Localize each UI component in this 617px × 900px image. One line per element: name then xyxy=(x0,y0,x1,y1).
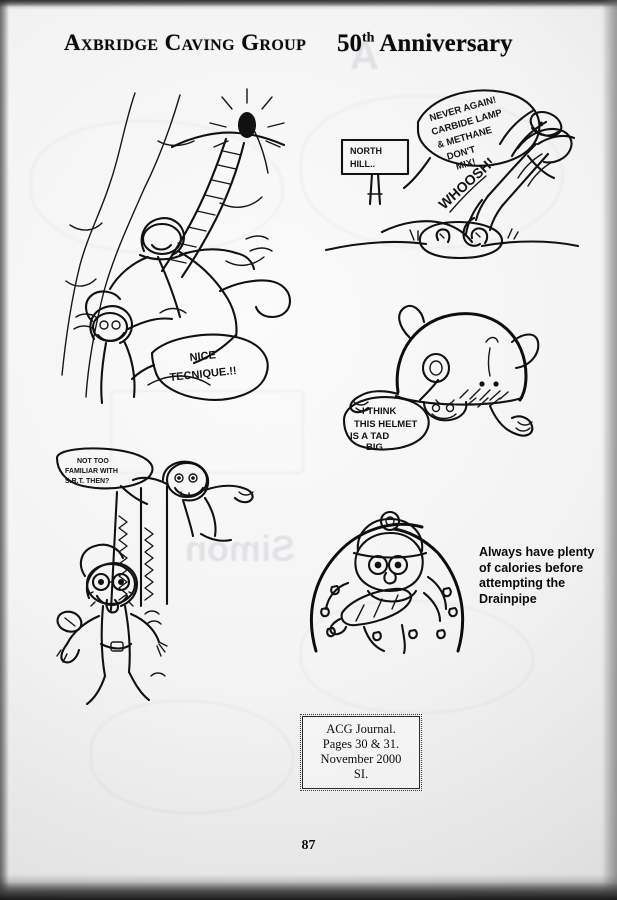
speech-srt-l2: FAMILIAR WITH xyxy=(65,468,118,475)
citation-line-date: November 2000 xyxy=(320,752,402,766)
cartoon-srt-rope: NOT TOO FAMILIAR WITH S.R.T. THEN? xyxy=(55,447,275,710)
bleed-through-shape-e xyxy=(90,700,294,814)
cartoon-oversized-helmet: I THINK THIS HELMET IS A TAD BIG. xyxy=(340,280,560,460)
speech-helmet-l3: IS A TAD xyxy=(350,431,389,442)
speech-srt-l1: NOT TOO xyxy=(77,458,109,465)
speech-helmet-l2: THIS HELMET xyxy=(354,419,418,430)
anniversary-ordinal: th xyxy=(362,30,375,46)
citation-line-initials: SI. xyxy=(353,767,369,781)
sign-hill: HILL.. xyxy=(350,159,375,169)
sign-north: NORTH xyxy=(350,146,382,156)
scan-edge-top xyxy=(0,0,617,7)
scan-edge-bottom xyxy=(0,882,617,900)
cartoon-ladder-climb: NICE TECNIQUE.!! xyxy=(40,85,310,405)
speech-srt-l3: S.R.T. THEN? xyxy=(65,478,109,485)
citation-line-journal: ACG Journal. xyxy=(326,722,396,736)
journal-citation-box: ACG Journal. Pages 30 & 31. November 200… xyxy=(299,713,423,792)
speech-never-again-l5: MIX! xyxy=(455,157,477,173)
page-number: 87 xyxy=(301,838,316,853)
cartoon-drainpipe-squeeze xyxy=(298,505,478,655)
citation-line-pages: Pages 30 & 31. xyxy=(322,737,400,751)
scan-edge-left xyxy=(0,0,9,900)
anniversary-title: 50th Anniversary xyxy=(337,30,513,58)
speech-helmet-l1: I THINK xyxy=(362,406,396,417)
cartoon-methane-explosion: NORTH HILL.. xyxy=(322,82,582,272)
page-header: Axbridge Caving Group 50th Anniversary xyxy=(0,30,617,64)
group-title: Axbridge Caving Group xyxy=(64,30,307,55)
speech-helmet-l4: BIG. xyxy=(366,442,386,453)
anniversary-word: Anniversary xyxy=(379,30,513,57)
scan-edge-right xyxy=(601,0,617,900)
speech-nice-technique-l1: NICE xyxy=(189,349,216,364)
drainpipe-caption: Always have plenty of calories before at… xyxy=(479,545,595,606)
anniversary-number: 50 xyxy=(337,30,362,57)
